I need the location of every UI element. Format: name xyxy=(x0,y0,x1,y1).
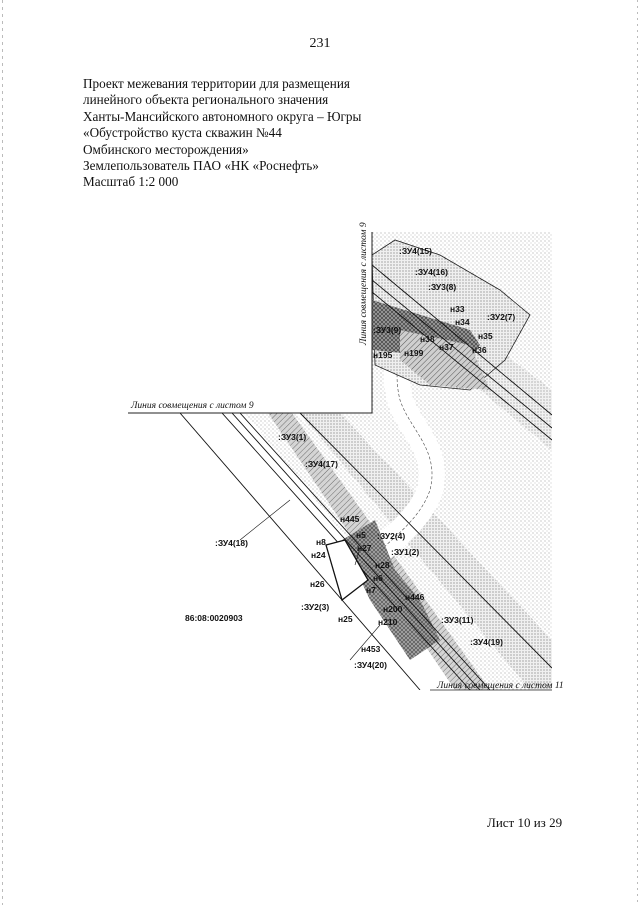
header-line: Омбинского месторождения» xyxy=(83,141,249,157)
plot-label: :ЗУ3(1) xyxy=(278,432,306,442)
plot-label: :ЗУ4(16) xyxy=(415,267,448,277)
point-label: н7 xyxy=(366,585,376,595)
point-label: н195 xyxy=(373,350,393,360)
plot-label: :ЗУ2(7) xyxy=(487,312,515,322)
point-label: н199 xyxy=(404,348,424,358)
corridor-dense-strip xyxy=(300,413,552,690)
plot-label: :ЗУ1(2) xyxy=(391,547,419,557)
match-line-bottom-label: Линия совмещения с листом 11 xyxy=(436,681,564,691)
point-label: н446 xyxy=(405,592,425,602)
point-label: н210 xyxy=(378,617,398,627)
header-line: линейного объекта регионального значения xyxy=(83,92,329,108)
point-label: н200 xyxy=(383,604,403,614)
document-header: Проект межевания территории для размещен… xyxy=(83,76,361,191)
plot-label: :ЗУ4(15) xyxy=(399,246,432,256)
header-line: Проект межевания территории для размещен… xyxy=(83,76,350,91)
plot-label: :ЗУ3(11) xyxy=(441,615,474,625)
point-label: н38 xyxy=(420,334,435,344)
point-label: н25 xyxy=(338,614,353,624)
plot-label: :ЗУ2(3) xyxy=(301,602,329,612)
point-label: н36 xyxy=(472,345,487,355)
corridor-lines xyxy=(179,264,552,690)
point-label: н6 xyxy=(373,573,383,583)
page-number: 231 xyxy=(309,36,331,51)
header-line: Масштаб 1:2 000 xyxy=(83,174,179,190)
scan-edge-left xyxy=(2,0,3,905)
plot-label: :ЗУ4(19) xyxy=(470,637,503,647)
plot-label: :ЗУ4(17) xyxy=(305,459,338,469)
plot-label: :ЗУ3(8) xyxy=(428,282,456,292)
match-line-frame xyxy=(128,232,373,414)
map-body xyxy=(179,232,552,690)
plot-zu2-3-outline xyxy=(325,539,369,602)
point-label: н24 xyxy=(311,550,326,560)
cadastral-block-number: 86:08:0020903 xyxy=(185,613,243,623)
scan-edge-right xyxy=(637,0,638,905)
match-line-vertical-label: Линия совмещения с листом 9 xyxy=(359,222,369,346)
point-label: н453 xyxy=(361,644,381,654)
point-label: н34 xyxy=(455,317,470,327)
header-line: Землепользователь ПАО «НК «Роснефть» xyxy=(83,158,319,174)
point-label: н28 xyxy=(375,560,390,570)
plot-label: :ЗУ4(18) xyxy=(215,538,248,548)
leader-lines xyxy=(239,499,381,661)
match-line-left-label: Линия совмещения с листом 9 xyxy=(130,401,254,411)
plot-label: :ЗУ2(4) xyxy=(377,531,405,541)
point-label: н445 xyxy=(340,514,360,524)
point-label: н33 xyxy=(450,304,465,314)
sheet-label: Лист 10 из 29 xyxy=(487,815,563,830)
plot-label: :ЗУ3(9) xyxy=(373,325,401,335)
header-line: Ханты-Мансийского автономного округа – Ю… xyxy=(83,108,362,124)
header-line: «Обустройство куста скважин №44 xyxy=(83,125,282,141)
plot-label: :ЗУ4(20) xyxy=(354,660,387,670)
point-label: н37 xyxy=(439,342,454,352)
point-label: н26 xyxy=(310,579,325,589)
point-label: н8 xyxy=(316,537,326,547)
point-label: н35 xyxy=(478,331,493,341)
point-label: н5 xyxy=(356,530,366,540)
point-label: н27 xyxy=(357,543,372,553)
road-bend-edge xyxy=(369,299,433,561)
